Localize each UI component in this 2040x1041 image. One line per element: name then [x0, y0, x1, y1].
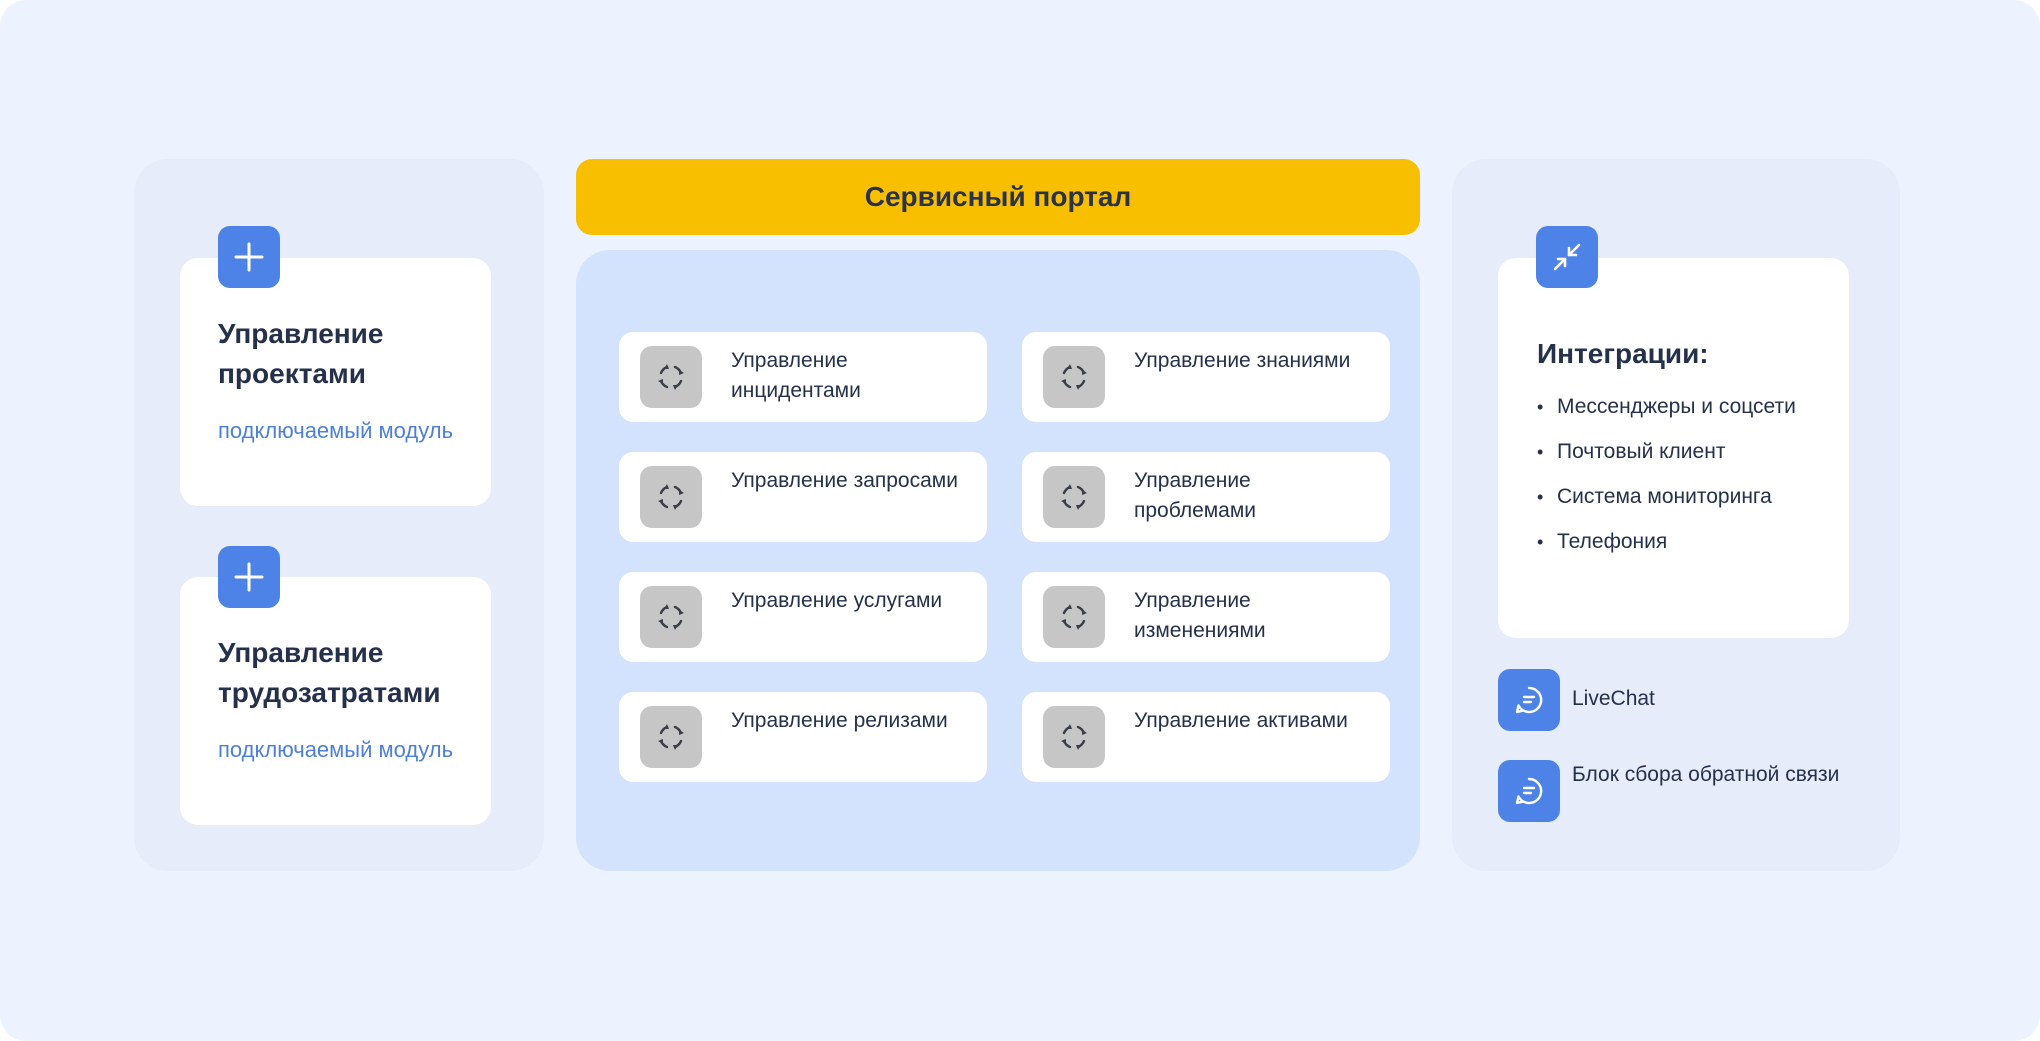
feedback-item: Блок сбора обратной связи	[1498, 760, 1842, 822]
cycle-icon	[1043, 586, 1105, 648]
extra-label: LiveChat	[1572, 687, 1655, 710]
module-subtitle: подключаемый модуль	[218, 737, 454, 762]
module-title: Управление трудозатратами	[218, 637, 441, 708]
module-card-labor: Управление трудозатратами подключаемый м…	[180, 577, 491, 825]
plus-icon	[218, 546, 280, 608]
tile-label: Управление услугами	[731, 589, 943, 612]
module-subtitle: подключаемый модуль	[218, 418, 454, 443]
tile-problems: Управление проблемами	[1022, 452, 1390, 542]
list-item: •Система мониторинга	[1537, 485, 1772, 508]
tile-knowledge: Управление знаниями	[1022, 332, 1390, 422]
integrations-card: Интеграции: •Мессенджеры и соцсети •Почт…	[1498, 258, 1849, 638]
tile-label: Управление запросами	[731, 469, 958, 492]
cycle-icon	[640, 466, 702, 528]
list-item: •Телефония	[1537, 530, 1668, 553]
tile-changes: Управление изменениями	[1022, 572, 1390, 662]
plus-icon	[218, 226, 280, 288]
cycle-icon	[1043, 706, 1105, 768]
tile-incidents: Управление инцидентами	[619, 332, 987, 422]
tile-label: Управление релизами	[731, 709, 948, 732]
module-title: Управление проектами	[218, 318, 384, 389]
tile-label: Управление активами	[1134, 709, 1348, 732]
chat-icon	[1498, 669, 1560, 731]
cycle-icon	[1043, 466, 1105, 528]
tile-requests: Управление запросами	[619, 452, 987, 542]
tile-label: Управление знаниями	[1134, 349, 1351, 372]
cycle-icon	[640, 706, 702, 768]
list-item: •Мессенджеры и соцсети	[1537, 395, 1796, 418]
integrations-list: •Мессенджеры и соцсети •Почтовый клиент …	[1537, 392, 1796, 572]
list-item: •Почтовый клиент	[1537, 440, 1726, 463]
chat-icon	[1498, 760, 1560, 822]
integrations-title: Интеграции:	[1537, 338, 1709, 369]
cycle-icon	[1043, 346, 1105, 408]
tile-label: Управление изменениями	[1134, 589, 1266, 642]
tile-assets: Управление активами	[1022, 692, 1390, 782]
livechat-item: LiveChat	[1498, 669, 1842, 731]
tile-label: Управление инцидентами	[731, 349, 861, 402]
tile-services: Управление услугами	[619, 572, 987, 662]
cycle-icon	[640, 586, 702, 648]
module-card-projects: Управление проектами подключаемый модуль	[180, 258, 491, 506]
arrows-inward-icon	[1536, 226, 1598, 288]
extra-label: Блок сбора обратной связи	[1572, 763, 1840, 786]
tile-releases: Управление релизами	[619, 692, 987, 782]
tile-label: Управление проблемами	[1134, 469, 1257, 522]
cycle-icon	[640, 346, 702, 408]
portal-header: Сервисный портал	[576, 159, 1420, 235]
portal-title: Сервисный портал	[864, 181, 1132, 212]
